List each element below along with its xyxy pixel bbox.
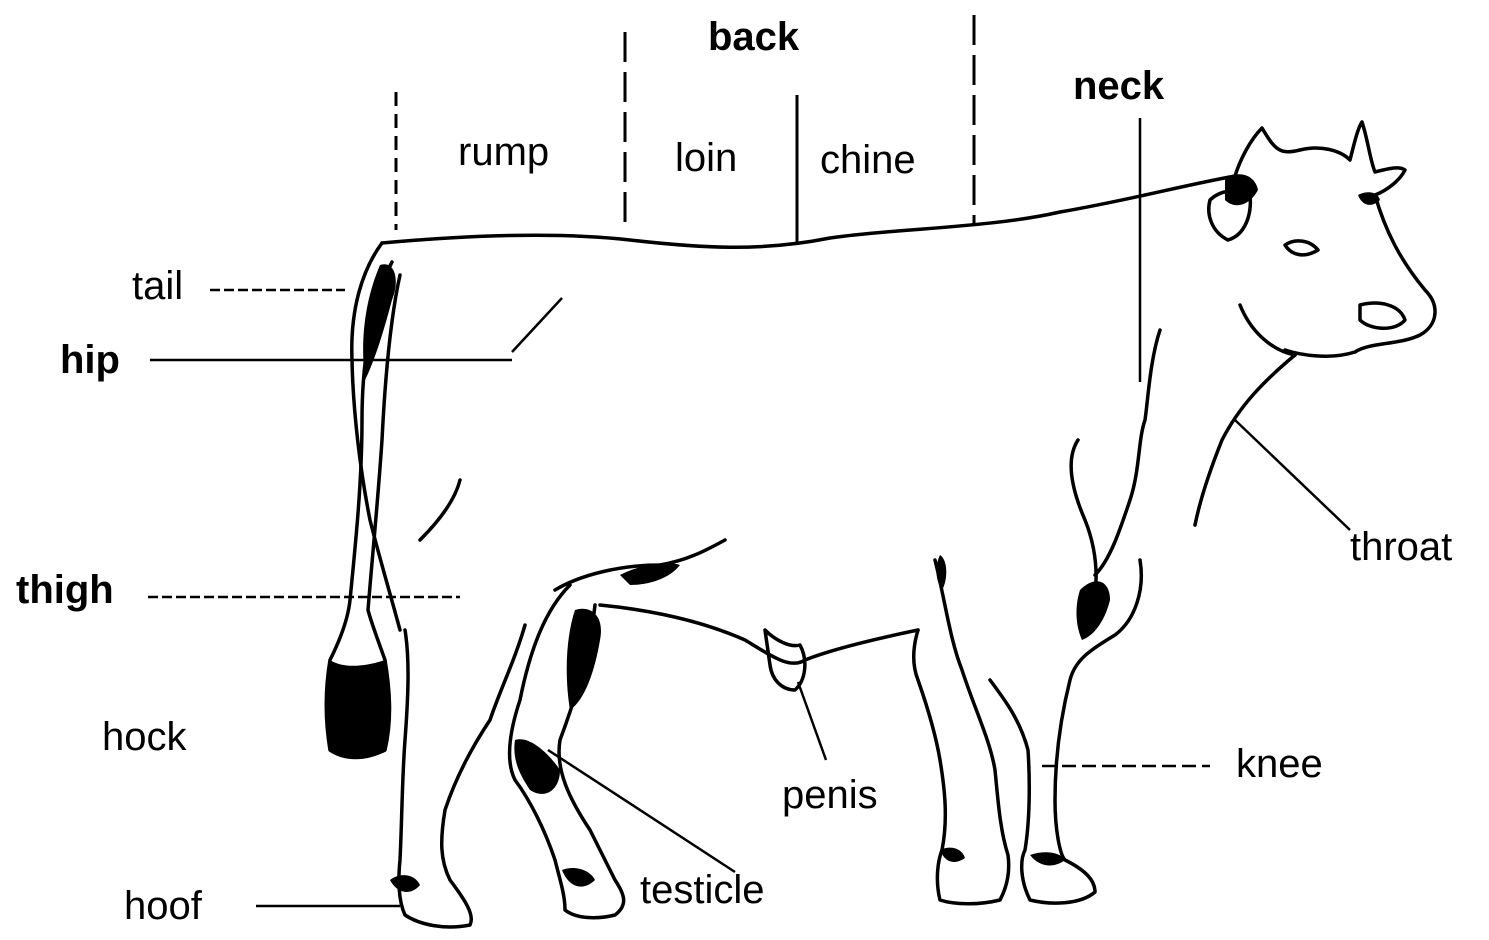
label-thigh: thigh [16, 570, 114, 610]
label-rump: rump [458, 132, 549, 172]
cow-eye [1285, 241, 1318, 255]
label-back: back [708, 17, 799, 57]
cow-nostril [1360, 303, 1405, 328]
label-loin: loin [675, 138, 737, 178]
label-hip: hip [60, 340, 120, 380]
label-knee: knee [1236, 744, 1323, 784]
cow-back-outline [382, 176, 1235, 247]
label-neck: neck [1073, 66, 1164, 106]
cow-front-leg-near [990, 560, 1141, 903]
penis-leader [798, 682, 826, 760]
label-penis: penis [782, 775, 878, 815]
label-hock: hock [102, 717, 187, 757]
label-tail: tail [132, 266, 183, 306]
cow-belly-outline [600, 605, 918, 663]
cow-throat-outline [1195, 355, 1295, 525]
throat-leader [1235, 420, 1350, 530]
cow-dewlap-outline [1095, 330, 1160, 575]
label-chine: chine [820, 140, 916, 180]
label-throat: throat [1350, 527, 1452, 567]
cow-jaw-outline [1240, 305, 1295, 355]
hip-leader-diag [512, 298, 562, 352]
label-testicle: testicle [640, 870, 765, 910]
leader-lines [148, 118, 1350, 906]
testicle-leader [548, 750, 735, 872]
label-hoof: hoof [124, 886, 202, 926]
cow-flank-hint [420, 480, 460, 540]
cow-shoulder-outline [1071, 440, 1096, 595]
